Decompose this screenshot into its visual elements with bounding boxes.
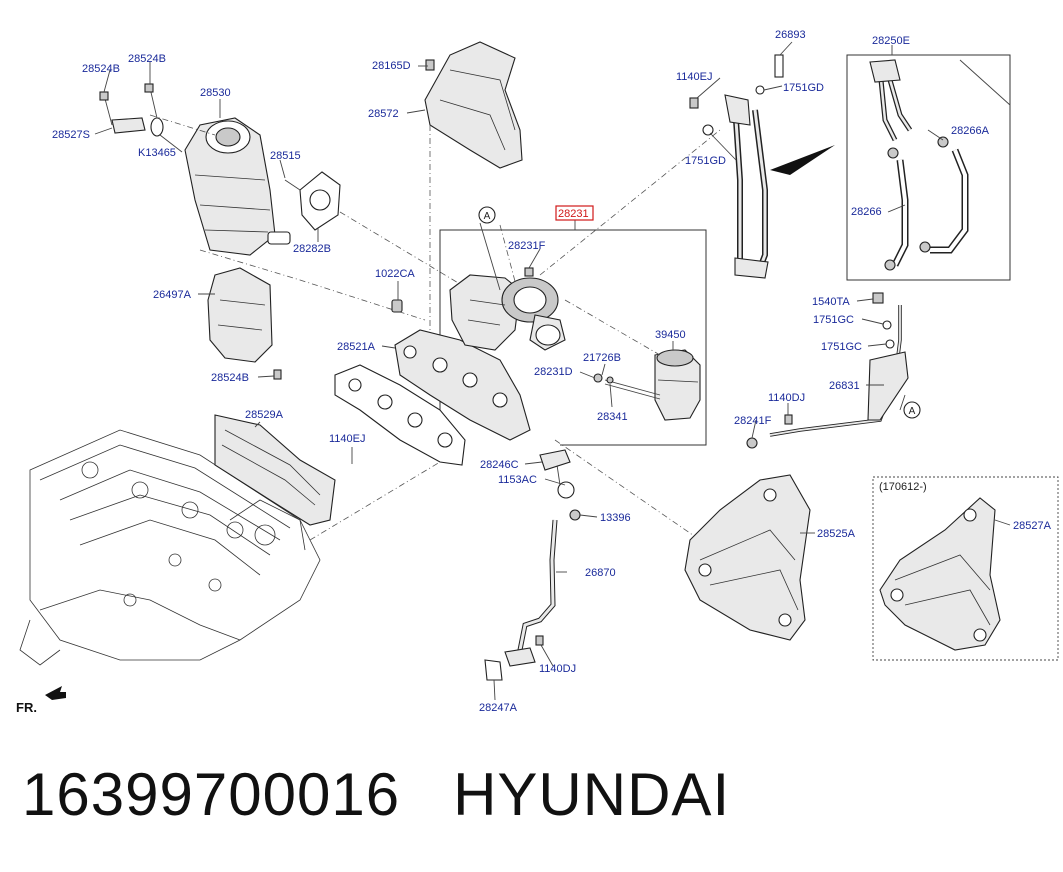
label-28165D[interactable]: 28165D xyxy=(372,60,411,72)
hose-assembly-28250E xyxy=(869,59,969,271)
label-1140EJ-top[interactable]: 1140EJ xyxy=(676,71,713,83)
label-28524B-c[interactable]: 28524B xyxy=(211,372,249,384)
ref-circle-A-2 xyxy=(903,401,921,419)
footer-caption: 16399700016 HYUNDAI xyxy=(22,760,730,829)
label-1540TA[interactable]: 1540TA xyxy=(812,296,850,308)
label-1751GC-a[interactable]: 1751GC xyxy=(813,314,854,326)
label-K13465[interactable]: K13465 xyxy=(138,147,176,159)
label-1140DJ-mid[interactable]: 1140DJ xyxy=(768,392,805,404)
label-39450[interactable]: 39450 xyxy=(655,329,686,341)
label-1153AC[interactable]: 1153AC xyxy=(498,474,537,486)
ref-circle-A-1 xyxy=(478,206,496,224)
inset-box-28250E xyxy=(846,54,1011,281)
label-1140DJ-low[interactable]: 1140DJ xyxy=(539,663,576,675)
label-1751GD-b[interactable]: 1751GD xyxy=(685,155,726,167)
label-26497A[interactable]: 26497A xyxy=(153,289,192,301)
bolt-28524B-b xyxy=(144,83,154,93)
label-28524B-b[interactable]: 28524B xyxy=(128,53,166,65)
label-28266[interactable]: 28266 xyxy=(851,206,882,218)
label-28515[interactable]: 28515 xyxy=(270,150,301,162)
date-note: (170612-) xyxy=(879,481,927,493)
exploded-view-svg: 28524B 28524B 28530 28527S K13465 28515 … xyxy=(16,29,1059,715)
label-13396[interactable]: 13396 xyxy=(600,512,631,524)
bracket-28527S xyxy=(111,117,146,134)
label-28529A[interactable]: 28529A xyxy=(245,409,284,421)
heat-shield-28529A xyxy=(214,414,336,526)
label-28241F[interactable]: 28241F xyxy=(734,415,772,427)
label-1140EJ-mid[interactable]: 1140EJ xyxy=(329,433,366,445)
heat-shield-28525A xyxy=(684,474,811,641)
turbocharger-28231 xyxy=(449,274,566,351)
label-1022CA[interactable]: 1022CA xyxy=(375,268,415,280)
ref-label-A-2: A xyxy=(909,406,916,417)
label-28246C[interactable]: 28246C xyxy=(480,459,519,471)
catalytic-converter-28530 xyxy=(184,117,291,256)
label-28250E[interactable]: 28250E xyxy=(872,35,910,47)
label-1751GC-b[interactable]: 1751GC xyxy=(821,341,862,353)
label-28572[interactable]: 28572 xyxy=(368,108,399,120)
heat-shield-26497A xyxy=(207,267,273,363)
exhaust-manifold-28521A xyxy=(394,329,531,441)
label-28231-highlighted[interactable]: 28231 xyxy=(558,208,589,220)
bolt-28524B-a xyxy=(99,91,109,101)
label-26870[interactable]: 26870 xyxy=(585,567,616,579)
brand-name: HYUNDAI xyxy=(453,761,731,828)
label-1751GD-a[interactable]: 1751GD xyxy=(783,82,824,94)
label-21726B[interactable]: 21726B xyxy=(583,352,621,364)
label-28231F[interactable]: 28231F xyxy=(508,240,546,252)
actuator-39450 xyxy=(593,349,701,421)
washer-K13465 xyxy=(150,117,164,137)
water-pipe-group xyxy=(689,54,835,279)
oil-line-26831 xyxy=(746,292,909,449)
label-28527A[interactable]: 28527A xyxy=(1013,520,1052,532)
engine-block-drawing xyxy=(19,429,321,666)
label-26831[interactable]: 26831 xyxy=(829,380,860,392)
heat-shield-28572 xyxy=(424,41,523,169)
part-number: 16399700016 xyxy=(22,761,401,828)
label-28266A[interactable]: 28266A xyxy=(951,125,990,137)
heat-shield-28527A xyxy=(879,497,1001,651)
inset-box-170612 xyxy=(872,476,1059,661)
ref-label-A-1: A xyxy=(484,211,491,222)
label-28521A[interactable]: 28521A xyxy=(337,341,376,353)
highlight-box-28231 xyxy=(555,205,594,221)
label-28524B-a[interactable]: 28524B xyxy=(82,63,120,75)
label-28525A[interactable]: 28525A xyxy=(817,528,856,540)
label-28231D[interactable]: 28231D xyxy=(534,366,573,378)
label-28527S[interactable]: 28527S xyxy=(52,129,90,141)
front-arrow-icon xyxy=(45,686,66,700)
label-28247A[interactable]: 28247A xyxy=(479,702,518,714)
manifold-gasket xyxy=(334,364,466,466)
label-28341[interactable]: 28341 xyxy=(597,411,628,423)
label-26893[interactable]: 26893 xyxy=(775,29,806,41)
turbo-group-box xyxy=(439,229,707,446)
label-28530[interactable]: 28530 xyxy=(200,87,231,99)
front-label: FR. xyxy=(16,700,37,715)
label-28282B[interactable]: 28282B xyxy=(293,243,331,255)
